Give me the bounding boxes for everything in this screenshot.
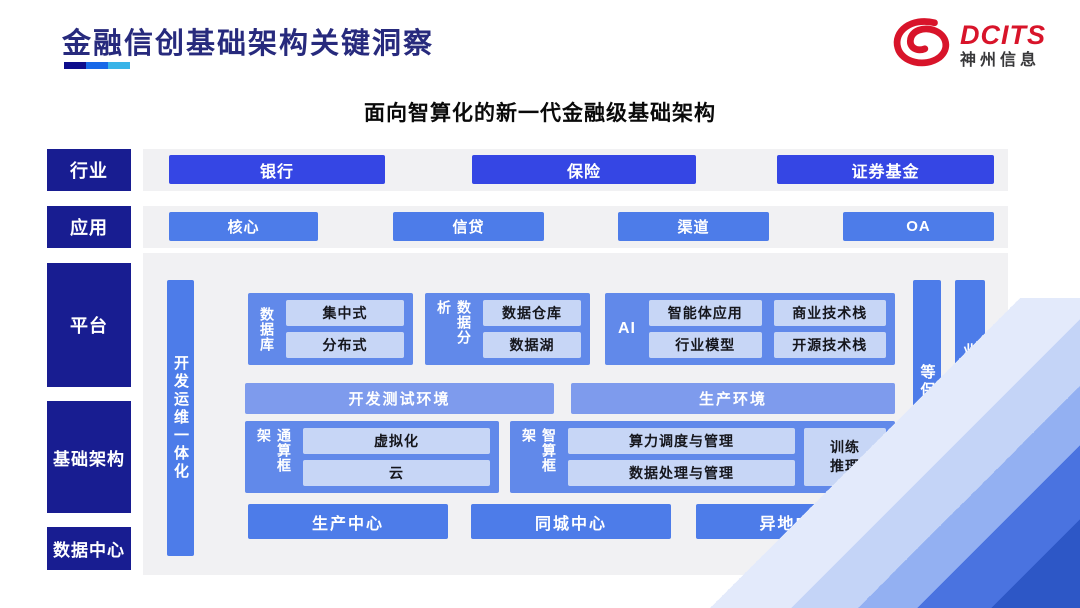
analytics-item-lake: 数据湖 bbox=[483, 332, 581, 358]
database-group-label: 数据库 bbox=[259, 306, 275, 352]
rail-label-industry: 行业 bbox=[47, 149, 131, 191]
ai-item-industry-model: 行业模型 bbox=[649, 332, 762, 358]
ai-compute-group: 智算框架 算力调度与管理 数据处理与管理 训练 推理 bbox=[510, 421, 895, 493]
data-analytics-group-label: 数据分析 bbox=[436, 300, 472, 345]
db-item-distributed: 分布式 bbox=[286, 332, 404, 358]
devops-bar-label: 开发运维一体化 bbox=[172, 355, 189, 481]
aic-item-training-inference: 训练 推理 bbox=[804, 428, 886, 486]
diagram-subtitle: 面向智算化的新一代金融级基础架构 bbox=[364, 102, 716, 125]
logo-company-text: 神州信息 bbox=[960, 51, 1041, 69]
general-compute-group-label: 通算框架 bbox=[256, 428, 292, 473]
center-production: 生产中心 bbox=[248, 504, 448, 539]
continuity-vertical-bar: 业务连续性及数据保护 bbox=[955, 280, 985, 556]
platform-panel: 开发运维一体化 数据库 集中式 分布式 数据分析 数据仓库 数据湖 AI 智能体… bbox=[143, 253, 1008, 575]
center-remote: 异地中心 bbox=[696, 504, 895, 539]
general-compute-group: 通算框架 虚拟化 云 bbox=[245, 421, 499, 493]
aic-item-compute-scheduling: 算力调度与管理 bbox=[568, 428, 795, 454]
ai-item-commercial-stack: 商业技术栈 bbox=[773, 300, 886, 326]
database-group: 数据库 集中式 分布式 bbox=[248, 293, 413, 365]
industry-item-insurance: 保险 bbox=[472, 155, 696, 184]
title-underline bbox=[64, 62, 130, 69]
rail-label-application: 应用 bbox=[47, 206, 131, 248]
app-item-core: 核心 bbox=[169, 212, 318, 241]
rail-label-platform: 平台 bbox=[47, 263, 131, 387]
underline-segment-dark bbox=[64, 62, 86, 69]
industry-item-securities-funds: 证券基金 bbox=[777, 155, 994, 184]
ai-item-opensource-stack: 开源技术栈 bbox=[773, 332, 886, 358]
security-bar-label: 等保合规安全 bbox=[918, 364, 936, 472]
underline-segment-cyan bbox=[108, 62, 130, 69]
rail-label-infrastructure: 基础架构 bbox=[47, 401, 131, 513]
ai-group: AI 智能体应用 商业技术栈 行业模型 开源技术栈 bbox=[605, 293, 895, 365]
general-item-virtualization: 虚拟化 bbox=[303, 428, 490, 454]
ai-group-label: AI bbox=[618, 320, 636, 337]
dcits-logo: DCITS 神州信息 bbox=[890, 16, 1046, 75]
app-item-oa: OA bbox=[843, 212, 994, 241]
dev-test-env-bar: 开发测试环境 bbox=[245, 383, 554, 414]
general-item-cloud: 云 bbox=[303, 460, 490, 486]
rail-label-datacenter: 数据中心 bbox=[47, 527, 131, 570]
app-item-credit: 信贷 bbox=[393, 212, 544, 241]
ai-item-agent-app: 智能体应用 bbox=[649, 300, 762, 326]
underline-segment-blue bbox=[86, 62, 108, 69]
devops-vertical-bar: 开发运维一体化 bbox=[167, 280, 194, 556]
red-swirl-icon bbox=[890, 16, 952, 75]
page-title: 金融信创基础架构关键洞察 bbox=[62, 28, 435, 60]
center-same-city: 同城中心 bbox=[471, 504, 671, 539]
continuity-bar-label: 业务连续性及数据保护 bbox=[962, 343, 978, 493]
ai-compute-group-label: 智算框架 bbox=[521, 428, 557, 473]
security-vertical-bar: 等保合规安全 bbox=[913, 280, 941, 556]
logo-brand-text: DCITS bbox=[960, 20, 1046, 51]
aic-item-data-processing: 数据处理与管理 bbox=[568, 460, 795, 486]
production-env-bar: 生产环境 bbox=[571, 383, 895, 414]
industry-item-bank: 银行 bbox=[169, 155, 385, 184]
analytics-item-warehouse: 数据仓库 bbox=[483, 300, 581, 326]
app-item-channel: 渠道 bbox=[618, 212, 769, 241]
data-analytics-group: 数据分析 数据仓库 数据湖 bbox=[425, 293, 590, 365]
db-item-centralized: 集中式 bbox=[286, 300, 404, 326]
